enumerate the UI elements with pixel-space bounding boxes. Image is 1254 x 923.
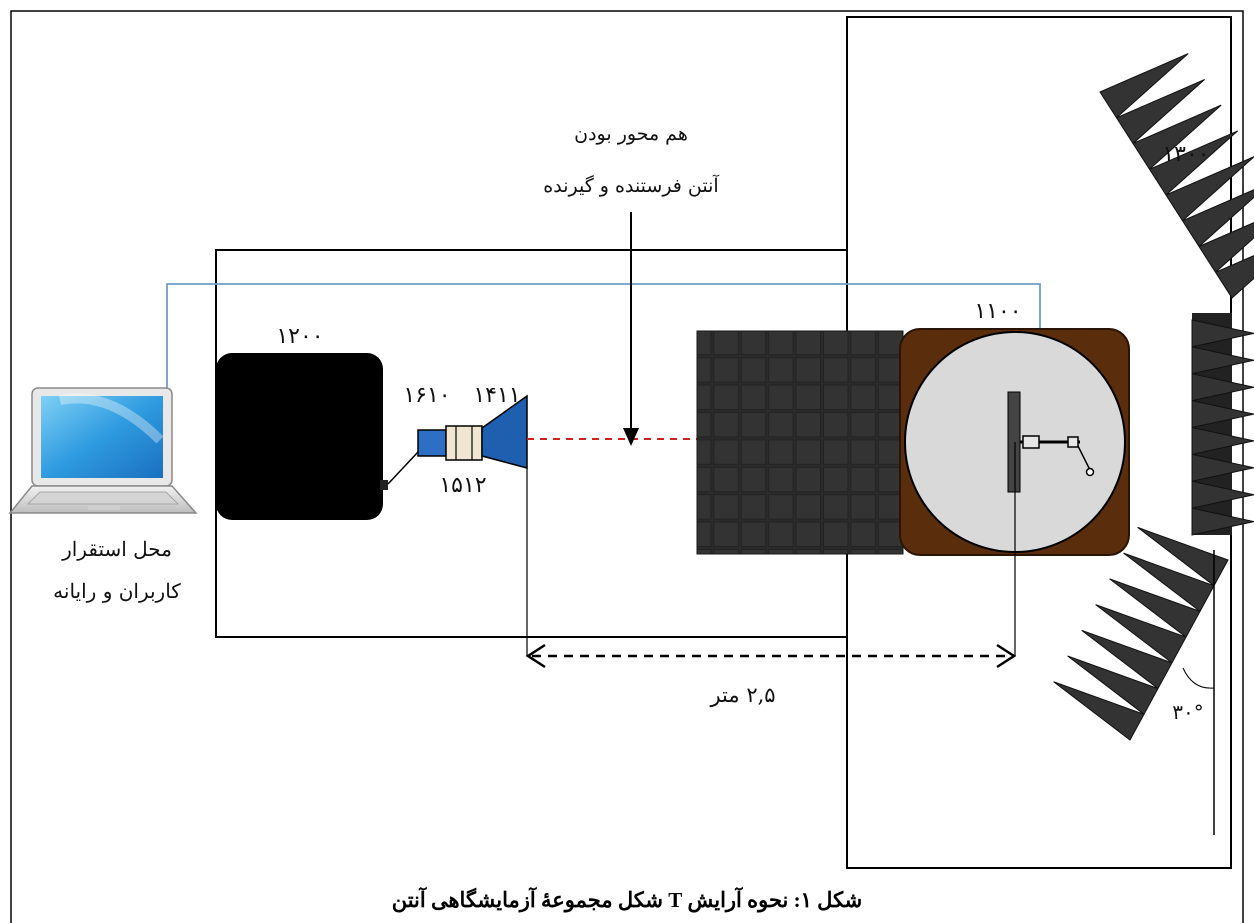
rf-cable [387,451,419,485]
distance-arrowhead-left [525,643,546,669]
figure-caption: شکل ۱: نحوه آرایش T شکل مجموعهٔ آزمایشگا… [391,888,863,912]
user-location-line2: کاربران و رایانه [53,579,181,603]
absorber-grid [696,330,904,555]
absorber-lower [1053,526,1229,741]
label-1100: ۱۱۰۰ [974,299,1021,324]
adapter-1512 [445,425,483,461]
connector-1610 [417,429,447,457]
coaxial-label-line1: هم محور بودن [574,123,688,145]
laptop-icon [8,387,198,514]
label-1411: ۱۴۱۱ [473,383,520,408]
distance-label: ۲,۵ متر [709,683,775,708]
receive-antenna [1007,391,1095,493]
absorber-upper [1099,53,1254,299]
user-location-line1: محل استقرار [61,537,172,561]
coaxial-label-line2: آنتن فرستنده و گیرنده [543,174,719,197]
pyramid-absorbers [1053,53,1254,741]
label-1300: ۱۳۰۰ [1162,142,1209,167]
label-1512: ۱۵۱۲ [439,473,486,498]
angle-label: ۳۰° [1172,700,1203,724]
signal-generator-1200 [216,353,383,520]
control-cable [166,283,1041,465]
angle-arc [1182,667,1215,689]
coaxial-arrowhead [623,428,639,446]
antenna-mast [1007,391,1021,493]
transmit-antenna [417,394,528,469]
generator-port [380,480,388,490]
label-1200: ۱۲۰۰ [276,324,323,349]
distance-arrowhead-right [996,643,1017,669]
label-1610: ۱۶۱۰ [403,383,450,408]
absorber-right [1191,319,1254,536]
